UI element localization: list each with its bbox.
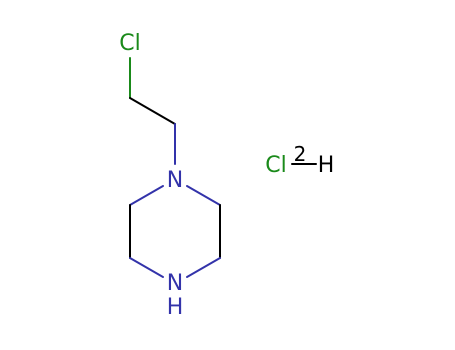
- salt-count-label: 2: [294, 142, 307, 166]
- bond-n1-c6: [186, 185, 221, 206]
- bond-c5-n2: [186, 257, 221, 278]
- bond-c4-n2: [129, 257, 164, 278]
- atom-n-upper: N: [167, 168, 183, 193]
- atom-n-lower: N: [167, 271, 183, 296]
- bond-c1-c2: [129, 97, 176, 125]
- atom-h-lower: H: [167, 295, 184, 320]
- atom-cl-top: Cl: [119, 31, 140, 56]
- atom-cl-salt: Cl: [265, 153, 286, 178]
- atom-h-salt: H: [318, 153, 335, 178]
- bond-n1-c3: [129, 185, 164, 206]
